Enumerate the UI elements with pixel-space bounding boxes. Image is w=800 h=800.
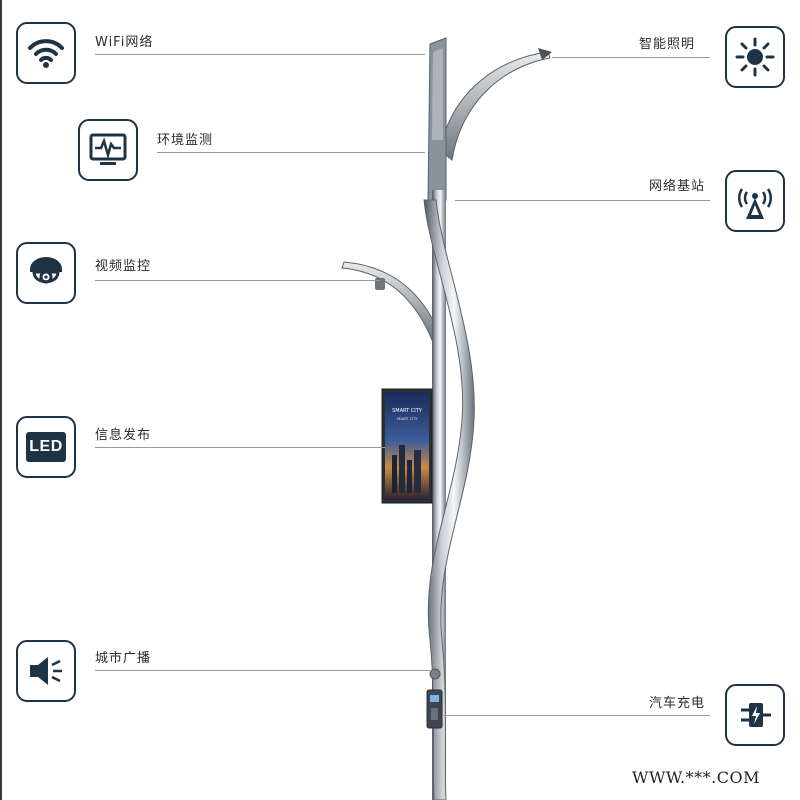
label-led: 信息发布: [95, 428, 152, 443]
label-env: 环境监测: [157, 133, 214, 148]
screen-title-text: SMART CITY: [392, 408, 423, 414]
led-display-icon: LED: [26, 432, 66, 462]
label-video: 视频监控: [95, 259, 152, 274]
wifi-icon: [28, 39, 64, 68]
charge-icon-box: [725, 684, 785, 746]
label-wifi: WiFi网络: [95, 35, 154, 50]
label-station: 网络基站: [649, 179, 706, 194]
sun-icon: [735, 37, 775, 77]
left-edge-line: [0, 0, 2, 800]
light-icon-box: [725, 26, 785, 88]
leader-line-env: [157, 152, 425, 153]
watermark-text: WWW.***.COM: [632, 768, 760, 787]
wifi-icon-box: [16, 22, 76, 84]
pole-twist-ribbon: [423, 199, 475, 800]
label-broadcast: 城市广播: [95, 651, 152, 666]
monitor-waveform-icon: [89, 133, 127, 165]
video-icon-box: [16, 242, 76, 304]
speaker-icon: [30, 657, 62, 685]
camera-mount: [375, 278, 385, 290]
leader-line-light: [552, 57, 710, 58]
leader-line-station: [455, 200, 710, 201]
lamp-head-upper: [538, 48, 552, 60]
env-icon-box: [78, 119, 138, 181]
leader-line-wifi: [95, 54, 425, 55]
surveillance-camera-icon: [30, 257, 62, 284]
lower-light-arm: [341, 261, 439, 342]
pole-speaker: [429, 668, 441, 680]
antenna-tower-icon: [737, 188, 773, 219]
ev-charger-plug-icon: [741, 703, 771, 727]
leader-line-broadcast: [95, 670, 430, 671]
label-light: 智能照明: [639, 37, 696, 52]
leader-line-led: [95, 447, 385, 448]
screen-subtitle-text: SMART CITY: [397, 417, 419, 421]
station-icon-box: [725, 170, 785, 232]
broadcast-icon-box: [16, 640, 76, 702]
leader-line-video: [95, 280, 380, 281]
label-charge: 汽车充电: [649, 696, 706, 711]
upper-light-arm: [439, 51, 551, 161]
leader-line-charge: [442, 715, 710, 716]
led-icon-box: LED: [16, 416, 76, 478]
led-icon-text: LED: [29, 438, 63, 455]
